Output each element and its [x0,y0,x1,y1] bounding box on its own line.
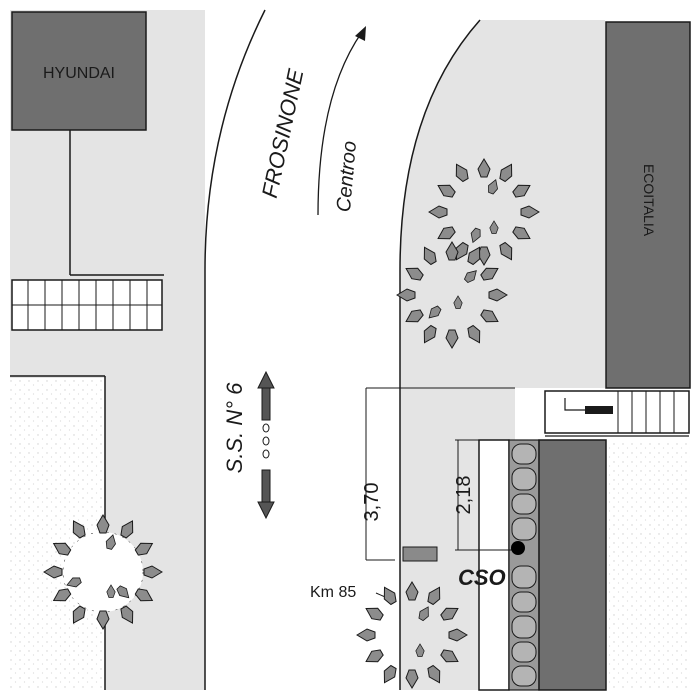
road-edge-right [399,19,481,690]
dimension-total-label: 3,70 [361,483,383,522]
two-way-arrow [257,370,275,520]
lawn-left [10,378,105,690]
direction-arrow [317,31,363,216]
stone-wall [508,439,540,691]
km-marker-stone [402,546,438,562]
stairs-left [11,279,163,331]
direction-arrow-head [355,26,366,41]
dimension-total [365,387,515,561]
road-area-left [10,10,265,690]
dimension-sidewalk [455,439,516,551]
cso-label: CSO [458,565,506,590]
cso-marker [511,541,525,555]
tree-bottom-left [43,514,163,630]
stairs-right [544,390,690,437]
building-strip [538,439,607,691]
hyundai-building [11,11,147,131]
ecoitalia-building [605,21,691,389]
hyundai-label: HYUNDAI [43,65,115,82]
road-name-label: S.S. N° 6 [222,382,247,473]
road-edge-left [204,9,266,690]
lawn-right [606,440,690,690]
road-carriageway [205,10,480,690]
dimension-sidewalk-label: 2,18 [453,476,475,515]
km-label: Km 85 [310,584,356,601]
ecoitalia-label: ECOITALIA [641,164,657,237]
sidewalk-curb [478,439,510,691]
